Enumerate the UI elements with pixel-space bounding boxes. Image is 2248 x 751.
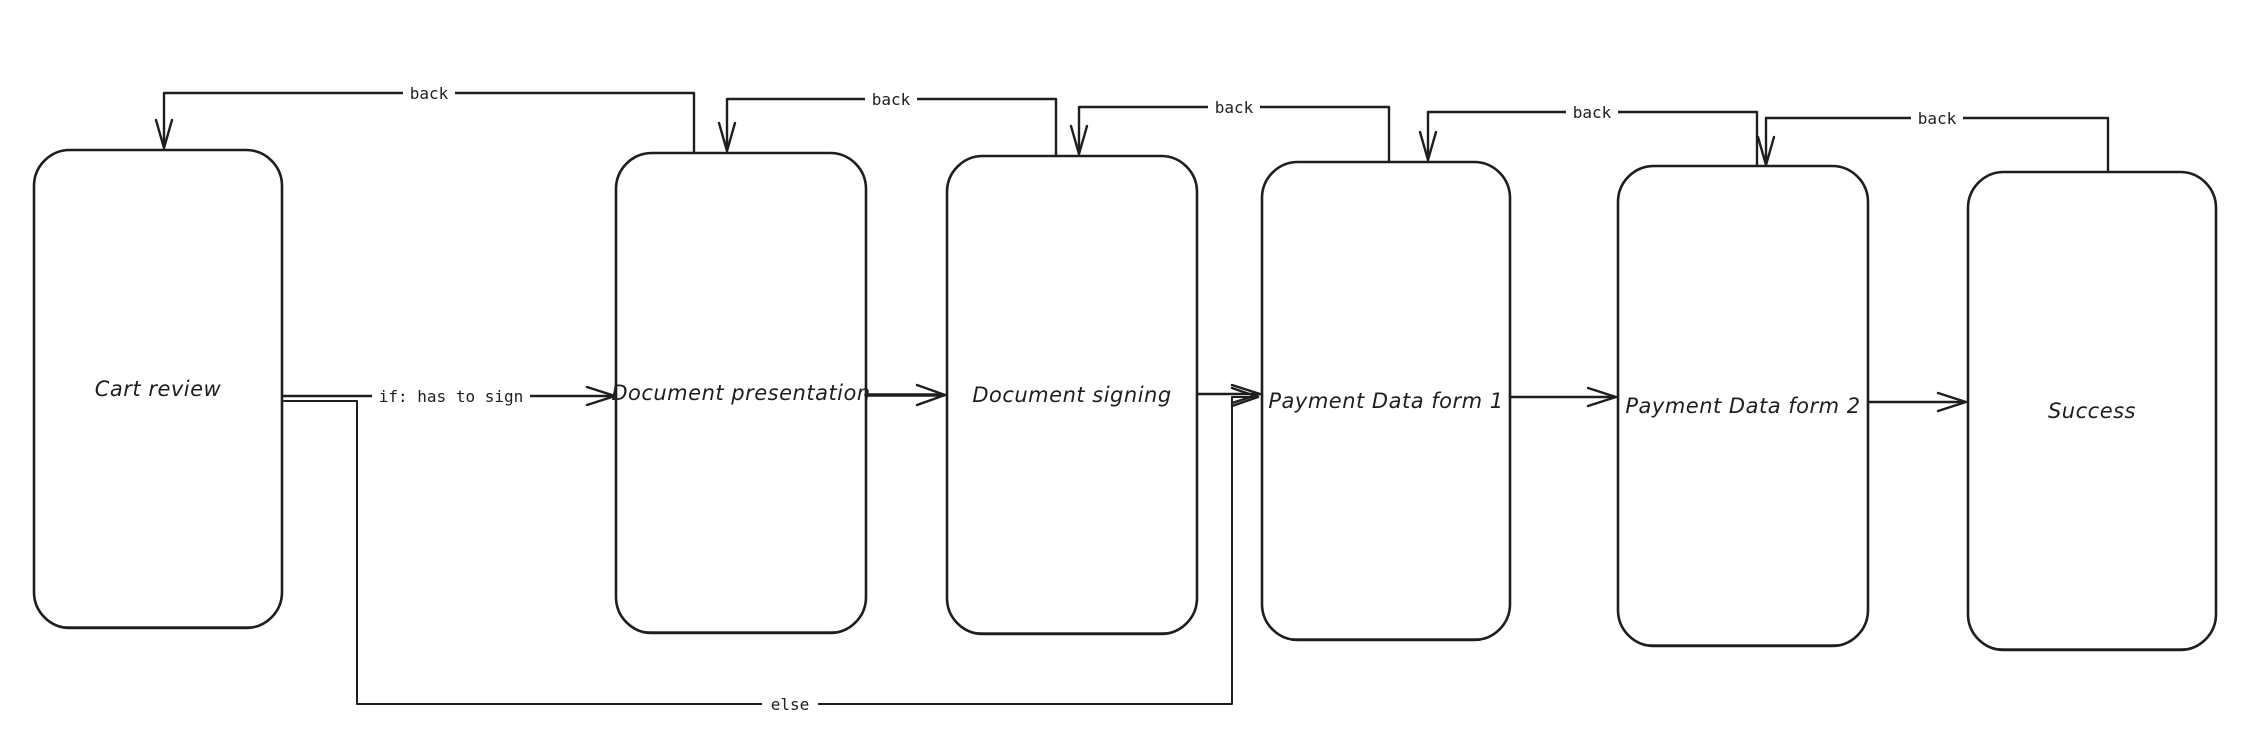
arrowhead-right-icon	[1936, 391, 1968, 413]
node-success[interactable]: Success	[1966, 170, 2218, 652]
edge-back-payment2-to-payment1[interactable]: back	[1418, 100, 1759, 168]
arrowhead-down-icon	[154, 118, 174, 150]
node-payment-data-form-2[interactable]: Payment Data form 2	[1616, 164, 1870, 648]
node-label-payment-data-form-1: Payment Data form 1	[1268, 389, 1503, 413]
arrowhead-right-icon	[1230, 386, 1260, 408]
edge-back-payment1-to-signing[interactable]: back	[1069, 95, 1391, 164]
edge-back-presentation-to-cart[interactable]: back	[154, 81, 696, 155]
edge-label-back: back	[1215, 98, 1254, 117]
arrowhead-down-icon	[1418, 130, 1438, 162]
arrowhead-right-icon	[1586, 386, 1618, 408]
node-label-cart-review: Cart review	[95, 377, 222, 401]
edge-forward-payment1-to-payment2[interactable]	[1508, 386, 1618, 408]
edge-label-bg	[1566, 100, 1618, 123]
edge-label-if-has-to-sign: if: has to sign	[379, 387, 524, 406]
edge-label-back: back	[1918, 109, 1957, 128]
edge-label-bg	[403, 81, 455, 104]
node-cart-review[interactable]: Cart review	[32, 148, 284, 630]
arrowhead-down-icon	[1069, 124, 1089, 156]
edge-label-back: back	[1573, 103, 1612, 122]
node-label-document-signing: Document signing	[972, 383, 1171, 407]
edge-forward-signing-to-payment1[interactable]	[1195, 383, 1262, 405]
edge-label-bg	[1208, 95, 1260, 118]
edge-back-signing-to-presentation[interactable]: back	[717, 87, 1058, 158]
edge-if-has-to-sign[interactable]: if: has to sign	[282, 384, 617, 409]
edge-label-bg	[372, 384, 530, 409]
arrowhead-right-icon	[915, 383, 947, 407]
edge-else[interactable]: else	[283, 386, 1260, 716]
edge-back-success-to-payment2[interactable]: back	[1756, 106, 2110, 174]
node-payment-data-form-1[interactable]: Payment Data form 1	[1260, 160, 1512, 642]
edge-label-bg	[865, 87, 917, 110]
arrowhead-down-icon	[717, 121, 737, 153]
node-label-success: Success	[2048, 399, 2136, 423]
edge-label-bg	[1911, 106, 1963, 129]
node-document-signing[interactable]: Document signing	[945, 154, 1199, 636]
edge-label-back: back	[872, 90, 911, 109]
edge-label-back: back	[410, 84, 449, 103]
arrowhead-right-icon	[1230, 383, 1262, 405]
node-document-presentation[interactable]: Document presentation	[611, 151, 870, 635]
node-label-document-presentation: Document presentation	[611, 381, 870, 405]
arrowhead-right-icon	[585, 385, 617, 407]
edge-forward-presentation-to-signing[interactable]	[864, 383, 947, 407]
node-label-payment-data-form-2: Payment Data form 2	[1625, 394, 1860, 418]
arrowhead-down-icon	[1756, 135, 1776, 167]
edge-forward-payment2-to-success[interactable]	[1866, 391, 1968, 413]
edge-label-else: else	[771, 695, 810, 714]
edge-label-bg	[762, 692, 818, 716]
